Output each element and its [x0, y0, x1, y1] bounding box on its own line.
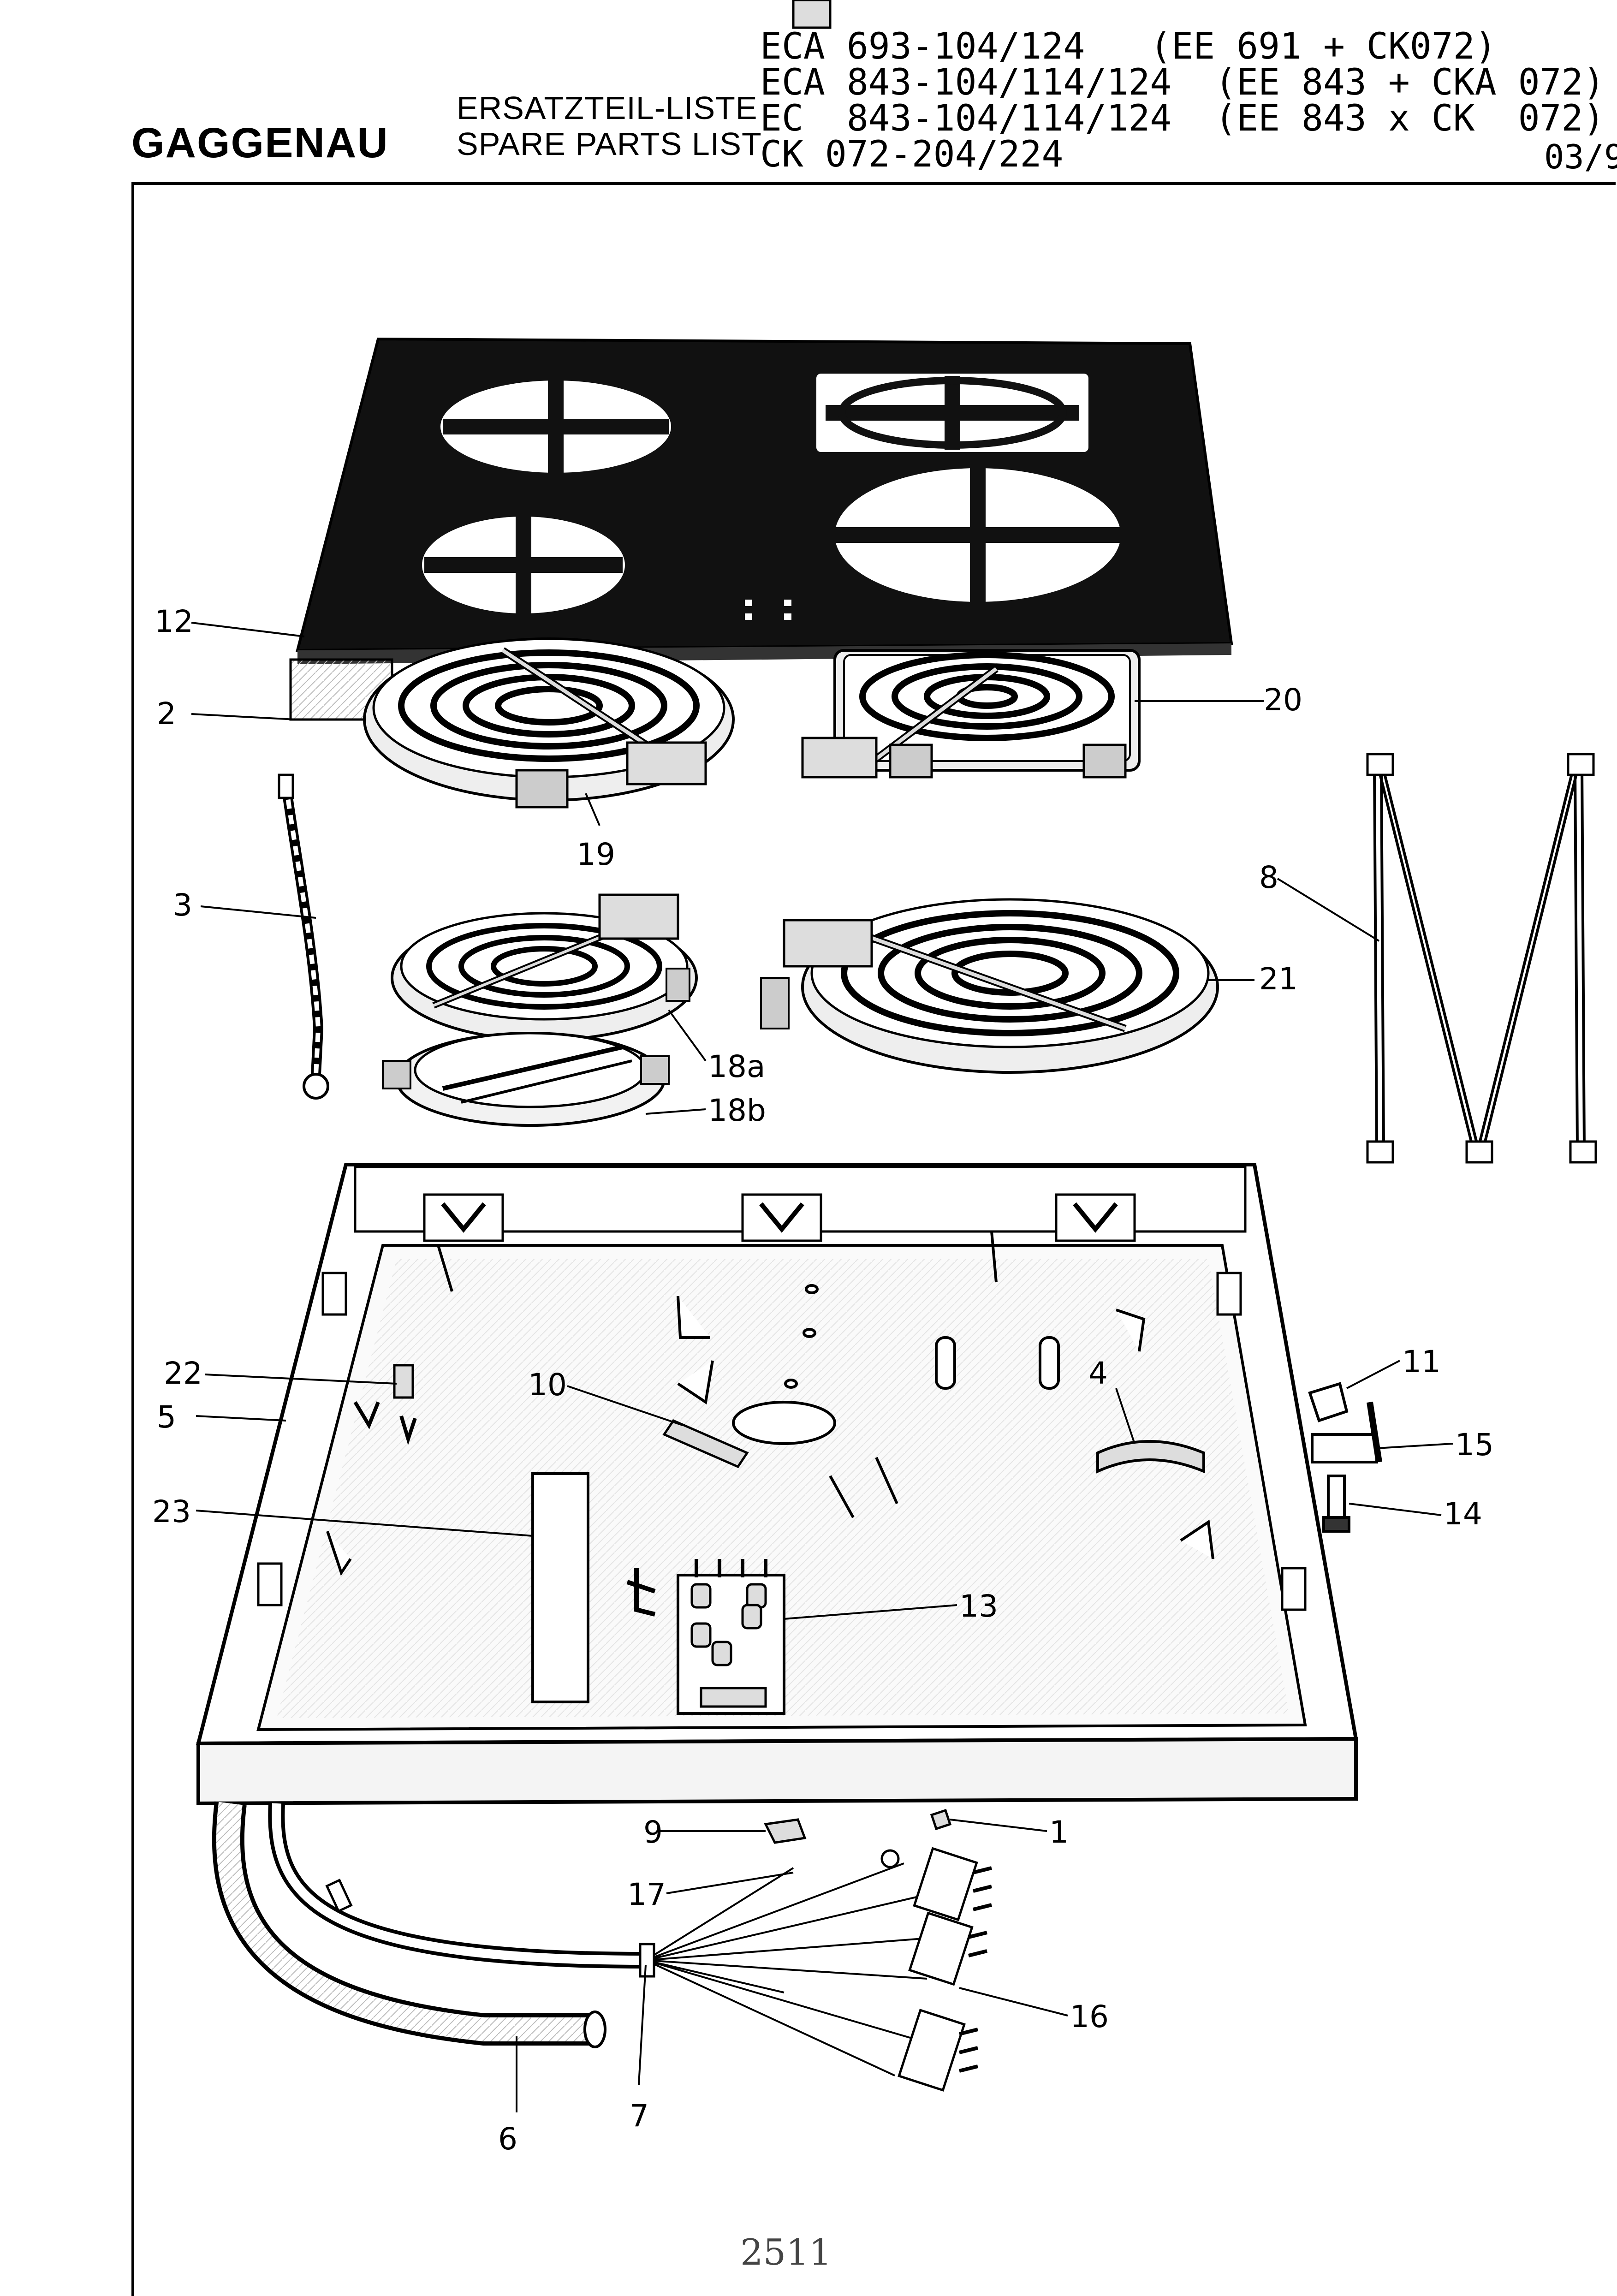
radiant-heater-front-left — [289, 637, 735, 809]
callout-13: 13 — [959, 1588, 998, 1624]
callout-2: 2 — [157, 696, 176, 732]
callout-23: 23 — [152, 1494, 191, 1529]
model-line-2: ECA 843-104/114/124 (EE 843 + CKA 072) — [760, 62, 1605, 103]
callout-8: 8 — [1259, 860, 1278, 895]
heater-support-ring-18b — [382, 1032, 670, 1127]
brand-logo: GAGGENAU — [131, 119, 389, 167]
callout-11: 11 — [1402, 1344, 1441, 1380]
callout-5: 5 — [157, 1399, 176, 1435]
cable-harness — [212, 0, 992, 2092]
callout-3: 3 — [173, 887, 192, 923]
earth-cable — [278, 773, 329, 1100]
callout-18a: 18a — [708, 1049, 765, 1084]
callout-20: 20 — [1264, 682, 1302, 718]
callout-18b: 18b — [708, 1093, 766, 1128]
callout-12: 12 — [155, 604, 193, 639]
callout-21: 21 — [1259, 961, 1298, 997]
model-line-1: ECA 693-104/124 (EE 691 + CK072) — [760, 26, 1497, 67]
parts-list-label-en: SPARE PARTS LIST — [457, 126, 762, 162]
model-line-3: EC 843-104/114/124 (EE 843 x CK 072) — [760, 98, 1605, 139]
callout-10: 10 — [528, 1367, 567, 1403]
diagram-frame — [131, 182, 1616, 2296]
wire-frame-8 — [1366, 753, 1597, 1164]
callout-labels: 12 2 20 19 8 3 21 18a 18b 11 4 10 22 5 1… — [152, 604, 1494, 2157]
callout-19: 19 — [577, 837, 615, 872]
document-date: 03/9 — [1544, 137, 1617, 176]
radiant-heater-18a — [391, 893, 698, 1041]
radiant-heater-21 — [760, 898, 1219, 1074]
hob-tray — [196, 1163, 1358, 1806]
callout-6: 6 — [498, 2121, 517, 2157]
handwritten-note: 2511 — [740, 2232, 832, 2273]
model-line-4: CK 072-204/224 — [760, 134, 1064, 175]
callout-leader-lines — [191, 622, 1453, 2112]
callout-1: 1 — [1049, 1814, 1069, 1850]
callout-16: 16 — [1070, 1999, 1109, 2034]
side-fixing-parts — [1308, 1382, 1382, 1533]
callout-15: 15 — [1455, 1427, 1494, 1463]
ceramic-glass-top — [296, 337, 1233, 664]
callout-9: 9 — [643, 1814, 663, 1850]
callout-17: 17 — [627, 1877, 666, 1912]
callout-7: 7 — [630, 2098, 649, 2134]
callout-22: 22 — [164, 1356, 202, 1391]
callout-4: 4 — [1088, 1356, 1108, 1391]
radiant-heater-rect-rear-right — [801, 649, 1141, 779]
parts-list-label-de: ERSATZTEIL-LISTE — [457, 90, 758, 126]
callout-14: 14 — [1444, 1496, 1482, 1532]
